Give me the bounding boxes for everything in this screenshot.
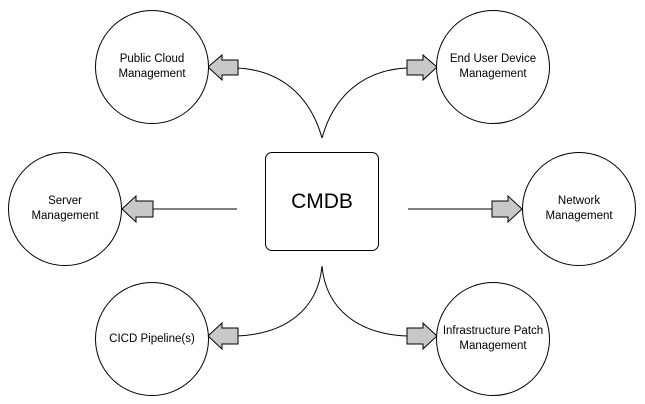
public-cloud-label: Public Cloud Management — [118, 53, 186, 80]
network-label: Network Management — [545, 195, 613, 222]
connector-end-user-device — [321, 67, 408, 139]
end-user-device-node: End User Device Management — [436, 10, 550, 124]
connector-public-cloud — [236, 67, 323, 139]
infra-patch-label: Infrastructure Patch Management — [442, 325, 544, 352]
arrow-infra-patch — [406, 321, 438, 351]
arrow-end-user-device — [406, 53, 438, 82]
public-cloud-node: Public Cloud Management — [95, 10, 209, 124]
cmdb-label: CMDB — [291, 189, 353, 213]
end-user-device-label: End User Device Management — [449, 53, 537, 80]
cmdb-box: CMDB — [265, 152, 379, 251]
arrow-cicd — [207, 321, 239, 351]
cicd-node: CICD Pipeline(s) — [95, 282, 209, 396]
arrow-public-cloud — [207, 53, 239, 82]
network-node: Network Management — [522, 152, 636, 266]
connector-infra-patch — [321, 265, 408, 337]
server-label: Server Management — [31, 195, 99, 222]
server-node: Server Management — [8, 152, 122, 266]
arrow-server — [121, 194, 154, 224]
arrow-network — [491, 194, 523, 224]
connector-cicd — [236, 265, 323, 337]
infra-patch-node: Infrastructure Patch Management — [436, 282, 550, 396]
cicd-label: CICD Pipeline(s) — [109, 332, 195, 345]
